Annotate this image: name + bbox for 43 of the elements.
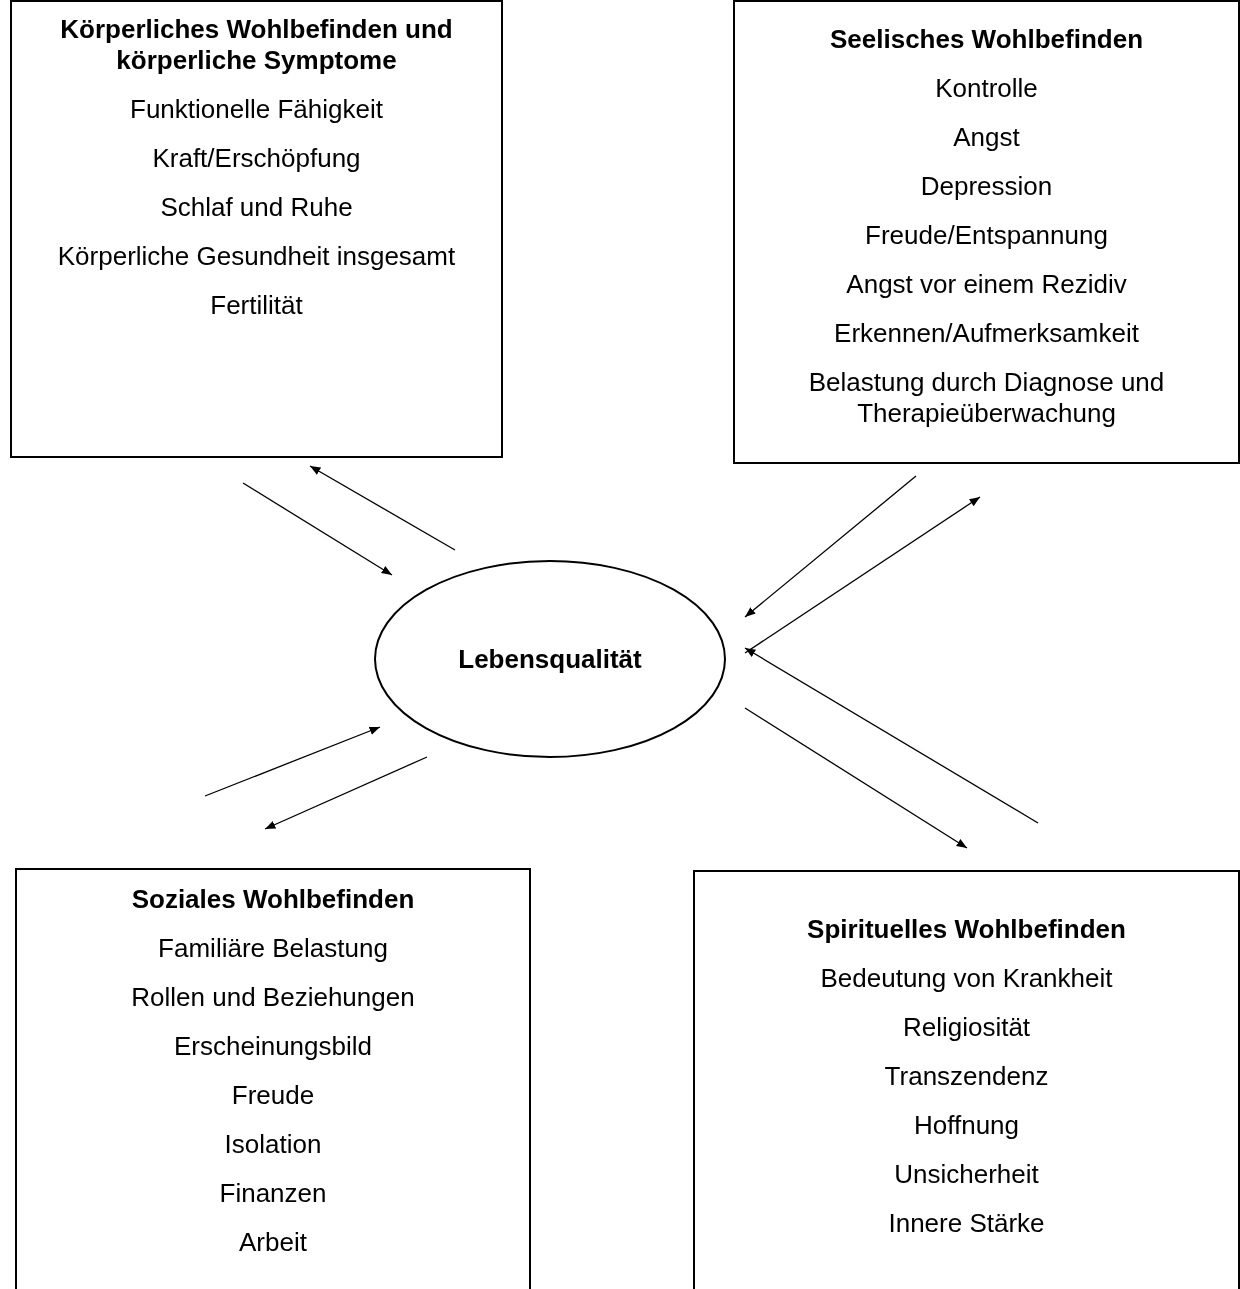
list-item: Finanzen — [218, 1178, 328, 1209]
list-item: Schlaf und Ruhe — [159, 192, 354, 223]
list-item: Transzendenz — [883, 1061, 1050, 1092]
center-label: Lebensqualität — [458, 643, 642, 675]
arrow — [242, 482, 393, 576]
arrow — [744, 496, 981, 654]
arrow — [744, 707, 968, 849]
list-item: Freude/Entspannung — [864, 220, 1109, 251]
list-item: Bedeutung von Krankheit — [819, 963, 1114, 994]
category-box — [693, 870, 1240, 1289]
list-item: Erkennen/Aufmerksamkeit — [833, 318, 1140, 349]
category-box — [733, 0, 1240, 464]
box-heading: Soziales Wohlbefinden — [130, 884, 416, 915]
list-item: Innere Stärke — [887, 1208, 1046, 1239]
list-item: Arbeit — [238, 1227, 308, 1258]
arrow — [204, 726, 381, 797]
box-heading: Seelisches Wohlbefinden — [828, 24, 1144, 55]
arrow — [744, 647, 1039, 824]
arrow — [744, 475, 917, 618]
list-item: Freude — [230, 1080, 316, 1111]
list-item: Familiäre Belastung — [157, 933, 389, 964]
category-box — [10, 0, 503, 458]
ellipse-node — [374, 560, 726, 758]
list-item: Fertilität — [209, 290, 304, 321]
list-item: Erscheinungsbild — [173, 1031, 373, 1062]
list-item: Rollen und Beziehungen — [130, 982, 416, 1013]
list-item: Körperliche Gesundheit insgesamt — [56, 241, 457, 272]
box-heading: Körperliches Wohlbefinden und körperliche Symptome — [59, 14, 454, 76]
list-item: Angst — [952, 122, 1021, 153]
category-box — [15, 868, 531, 1289]
list-item: Kraft/Erschöpfung — [151, 143, 362, 174]
list-item: Funktionelle Fähigkeit — [129, 94, 384, 125]
list-item: Hoffnung — [912, 1110, 1021, 1141]
list-item: Unsicherheit — [893, 1159, 1040, 1190]
list-item: Depression — [919, 171, 1054, 202]
arrow — [309, 465, 456, 551]
list-item: Isolation — [223, 1129, 323, 1160]
box-heading: Spirituelles Wohlbefinden — [806, 914, 1127, 945]
list-item: Religiosität — [901, 1012, 1032, 1043]
list-item: Kontrolle — [934, 73, 1039, 104]
list-item: Angst vor einem Rezidiv — [845, 269, 1128, 300]
arrow — [264, 756, 428, 830]
list-item: Belastung durch Diagnose und Therapieüberwachung — [807, 367, 1166, 429]
